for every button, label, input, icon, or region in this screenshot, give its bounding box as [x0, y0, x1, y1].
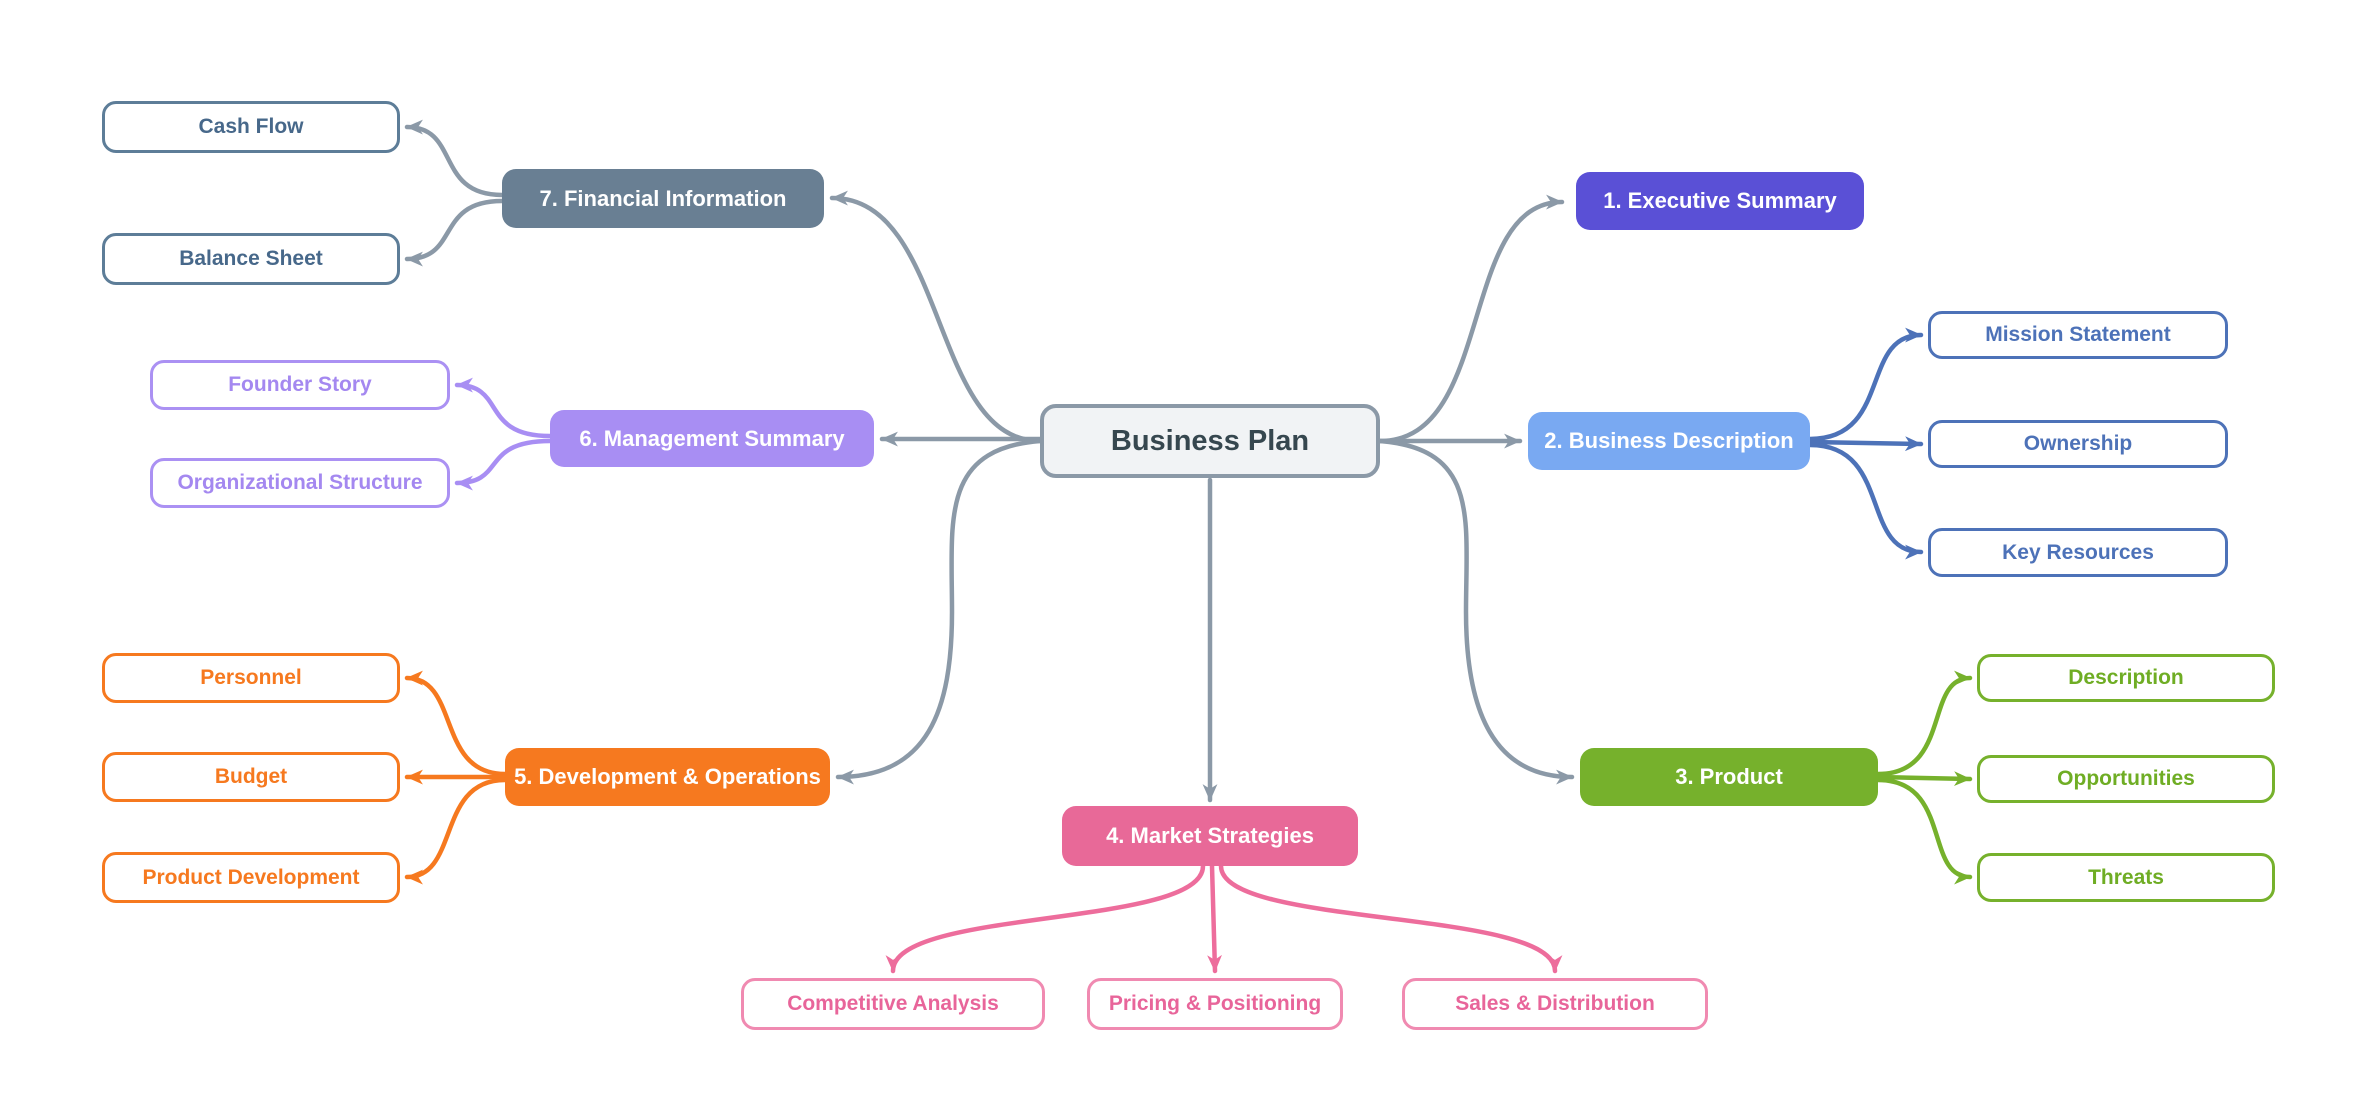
- edge-fin-balance-sheet: [404, 198, 505, 267]
- edge-mgmt-founder-story: [454, 377, 553, 439]
- node-product-development[interactable]: Product Development: [102, 852, 400, 903]
- edge-product-description: [1875, 670, 1973, 777]
- node-label: 5. Development & Operations: [514, 764, 821, 789]
- node-personnel[interactable]: Personnel: [102, 653, 400, 703]
- node-cash-flow[interactable]: Cash Flow: [102, 101, 400, 153]
- node-label: Personnel: [200, 666, 302, 689]
- node-label: Founder Story: [228, 373, 372, 396]
- node-product[interactable]: 3. Product: [1580, 748, 1878, 806]
- edge-bizdesc-mission-statement: [1807, 327, 1924, 442]
- edge-root-executive-summary: [1377, 194, 1565, 444]
- edge-root-financial-information: [829, 190, 1043, 444]
- edge-market-sales-distribution: [1218, 863, 1563, 974]
- node-label: Ownership: [2023, 432, 2133, 455]
- node-label: 2. Business Description: [1544, 428, 1794, 453]
- node-label: Opportunities: [2057, 767, 2195, 790]
- edge-product-opportunities: [1875, 771, 1973, 787]
- node-mission-statement[interactable]: Mission Statement: [1928, 311, 2228, 359]
- node-financial-information[interactable]: 7. Financial Information: [502, 169, 824, 228]
- node-label: Threats: [2088, 865, 2164, 889]
- edge-bizdesc-key-resources: [1807, 442, 1924, 560]
- node-label: 1. Executive Summary: [1603, 188, 1837, 213]
- edge-bizdesc-ownership: [1807, 436, 1924, 452]
- node-label: Cash Flow: [198, 115, 304, 138]
- node-label: Competitive Analysis: [787, 992, 999, 1015]
- node-organizational-structure[interactable]: Organizational Structure: [150, 458, 450, 508]
- node-balance-sheet[interactable]: Balance Sheet: [102, 233, 400, 285]
- edge-root-development-operations: [835, 438, 1043, 785]
- node-label: Budget: [214, 765, 288, 788]
- node-market-strategies[interactable]: 4. Market Strategies: [1062, 806, 1358, 866]
- edge-devops-product-development: [404, 777, 508, 885]
- node-label: 7. Financial Information: [539, 185, 787, 211]
- edge-product-threats: [1875, 777, 1973, 885]
- node-label: Balance Sheet: [179, 247, 323, 270]
- node-label: 6. Management Summary: [579, 425, 845, 451]
- node-budget[interactable]: Budget: [102, 752, 400, 802]
- node-management-summary[interactable]: 6. Management Summary: [550, 410, 874, 467]
- node-label: Key Resources: [2002, 540, 2154, 564]
- node-business-plan[interactable]: Business Plan: [1040, 404, 1380, 478]
- node-competitive-analysis[interactable]: Competitive Analysis: [741, 978, 1045, 1030]
- node-label: Description: [2068, 666, 2184, 689]
- node-business-description[interactable]: 2. Business Description: [1528, 412, 1810, 470]
- node-key-resources[interactable]: Key Resources: [1928, 528, 2228, 577]
- node-development-operations[interactable]: 5. Development & Operations: [505, 748, 830, 806]
- edge-root-product: [1377, 438, 1575, 785]
- node-label: 3. Product: [1675, 764, 1783, 789]
- node-ownership[interactable]: Ownership: [1928, 420, 2228, 468]
- node-pricing-positioning[interactable]: Pricing & Positioning: [1087, 978, 1343, 1030]
- edge-fin-cash-flow: [404, 119, 505, 198]
- node-executive-summary[interactable]: 1. Executive Summary: [1576, 172, 1864, 230]
- node-threats[interactable]: Threats: [1977, 853, 2275, 902]
- node-founder-story[interactable]: Founder Story: [150, 360, 450, 410]
- node-label: 4. Market Strategies: [1106, 823, 1314, 848]
- node-sales-distribution[interactable]: Sales & Distribution: [1402, 978, 1708, 1030]
- node-label: Sales & Distribution: [1455, 992, 1655, 1015]
- node-label: Business Plan: [1110, 424, 1310, 457]
- node-label: Organizational Structure: [177, 471, 423, 494]
- edge-market-pricing-positioning: [1207, 863, 1222, 974]
- node-description[interactable]: Description: [1977, 654, 2275, 702]
- edge-devops-personnel: [404, 670, 508, 777]
- node-label: Pricing & Positioning: [1108, 992, 1322, 1015]
- edge-market-competitive-analysis: [885, 863, 1206, 974]
- edge-mgmt-organizational-structure: [454, 438, 553, 491]
- node-label: Product Development: [142, 865, 360, 889]
- node-label: Mission Statement: [1985, 323, 2171, 346]
- node-opportunities[interactable]: Opportunities: [1977, 755, 2275, 803]
